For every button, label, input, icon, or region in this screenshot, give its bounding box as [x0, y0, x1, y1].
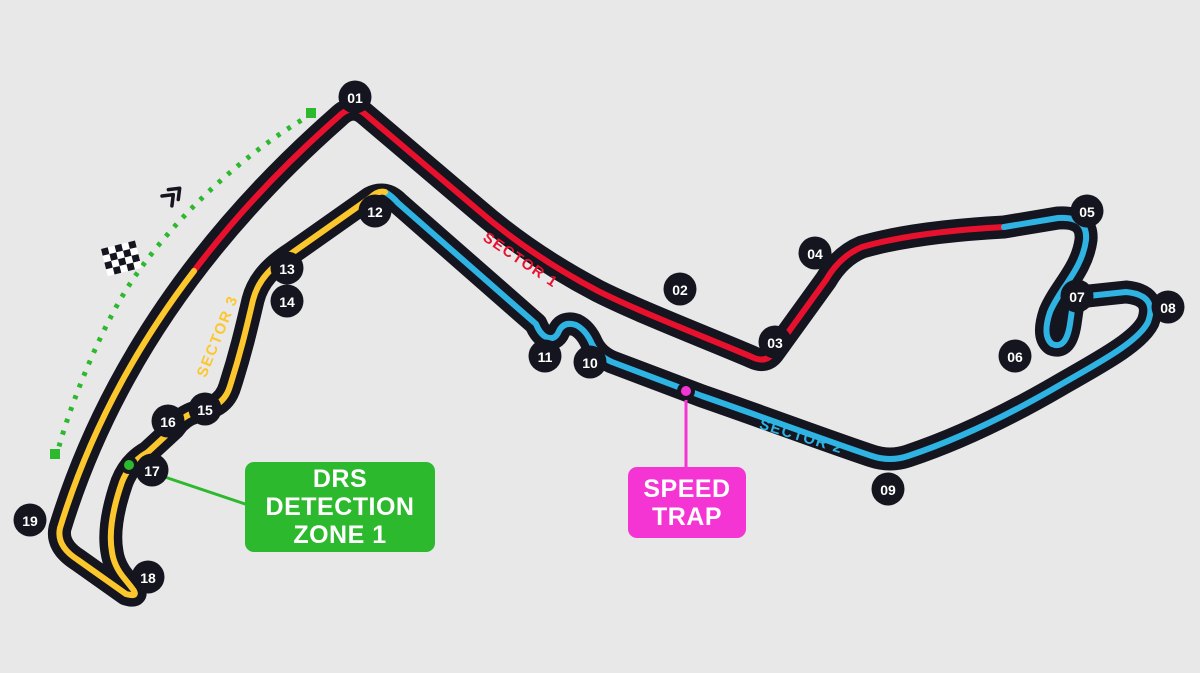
turn-number: 17	[144, 463, 160, 479]
turn-number: 01	[347, 90, 363, 106]
turn-number: 15	[197, 402, 213, 418]
turn-marker-09: 09	[871, 472, 905, 506]
turn-number: 12	[367, 204, 383, 220]
checkered-flag-icon	[101, 240, 142, 277]
drs-callout-line-3: ZONE 1	[293, 521, 387, 549]
speed-trap-line-2: TRAP	[651, 502, 723, 531]
turn-marker-13: 13	[270, 251, 304, 285]
sector-3-line	[56, 188, 388, 599]
turn-marker-11: 11	[528, 339, 562, 373]
speed-trap-line-1: SPEED	[643, 474, 731, 503]
turn-marker-18: 18	[131, 560, 165, 594]
turn-number: 05	[1079, 204, 1095, 220]
turn-number: 10	[582, 355, 598, 371]
turn-number: 07	[1069, 289, 1085, 305]
turn-number: 02	[672, 282, 688, 298]
turn-number: 16	[160, 414, 176, 430]
turn-markers-layer: 01 02 03 04 05 06 07 08 09 10 11 12 13 14 15 16 17 18 19	[13, 80, 1185, 594]
turn-number: 14	[279, 294, 295, 310]
turn-number: 04	[807, 246, 823, 262]
track-outline	[47, 97, 1162, 607]
turn-marker-14: 14	[270, 284, 304, 318]
turn-marker-10: 10	[573, 345, 607, 379]
drs-detection-zone-callout: DRS DETECTION ZONE 1	[245, 462, 435, 552]
turn-marker-06: 06	[998, 339, 1032, 373]
turn-marker-04: 04	[798, 236, 832, 270]
turn-marker-16: 16	[151, 404, 185, 438]
turn-marker-17: 17	[135, 453, 169, 487]
drs-zone-dashed-line	[54, 111, 314, 455]
turn-marker-03: 03	[758, 325, 792, 359]
turn-number: 06	[1007, 349, 1023, 365]
turn-number: 09	[880, 482, 896, 498]
turn-number: 19	[22, 513, 38, 529]
drs-zone-end-mark	[306, 108, 316, 118]
turn-number: 13	[279, 261, 295, 277]
turn-marker-12: 12	[358, 194, 392, 228]
turn-marker-05: 05	[1070, 194, 1104, 228]
drs-callout-line-2: DETECTION	[265, 493, 415, 521]
turn-number: 08	[1160, 300, 1176, 316]
turn-number: 03	[767, 335, 783, 351]
speed-trap-callout: SPEED TRAP	[628, 467, 746, 538]
turn-marker-02: 02	[663, 272, 697, 306]
turn-marker-15: 15	[188, 392, 222, 426]
direction-arrows-icon	[160, 186, 182, 208]
turn-number: 18	[140, 570, 156, 586]
turn-marker-07: 07	[1060, 279, 1094, 313]
drs-callout-line-1: DRS	[312, 465, 368, 493]
turn-marker-01: 01	[338, 80, 372, 114]
sector-2-line	[382, 189, 1154, 462]
turn-marker-08: 08	[1151, 290, 1185, 324]
turn-number: 11	[538, 349, 553, 365]
drs-detection-dot	[120, 456, 138, 474]
drs-zone-start-mark	[50, 449, 60, 459]
speed-trap-dot	[677, 382, 695, 400]
turn-marker-19: 19	[13, 503, 47, 537]
sector-1-line	[191, 106, 1007, 363]
